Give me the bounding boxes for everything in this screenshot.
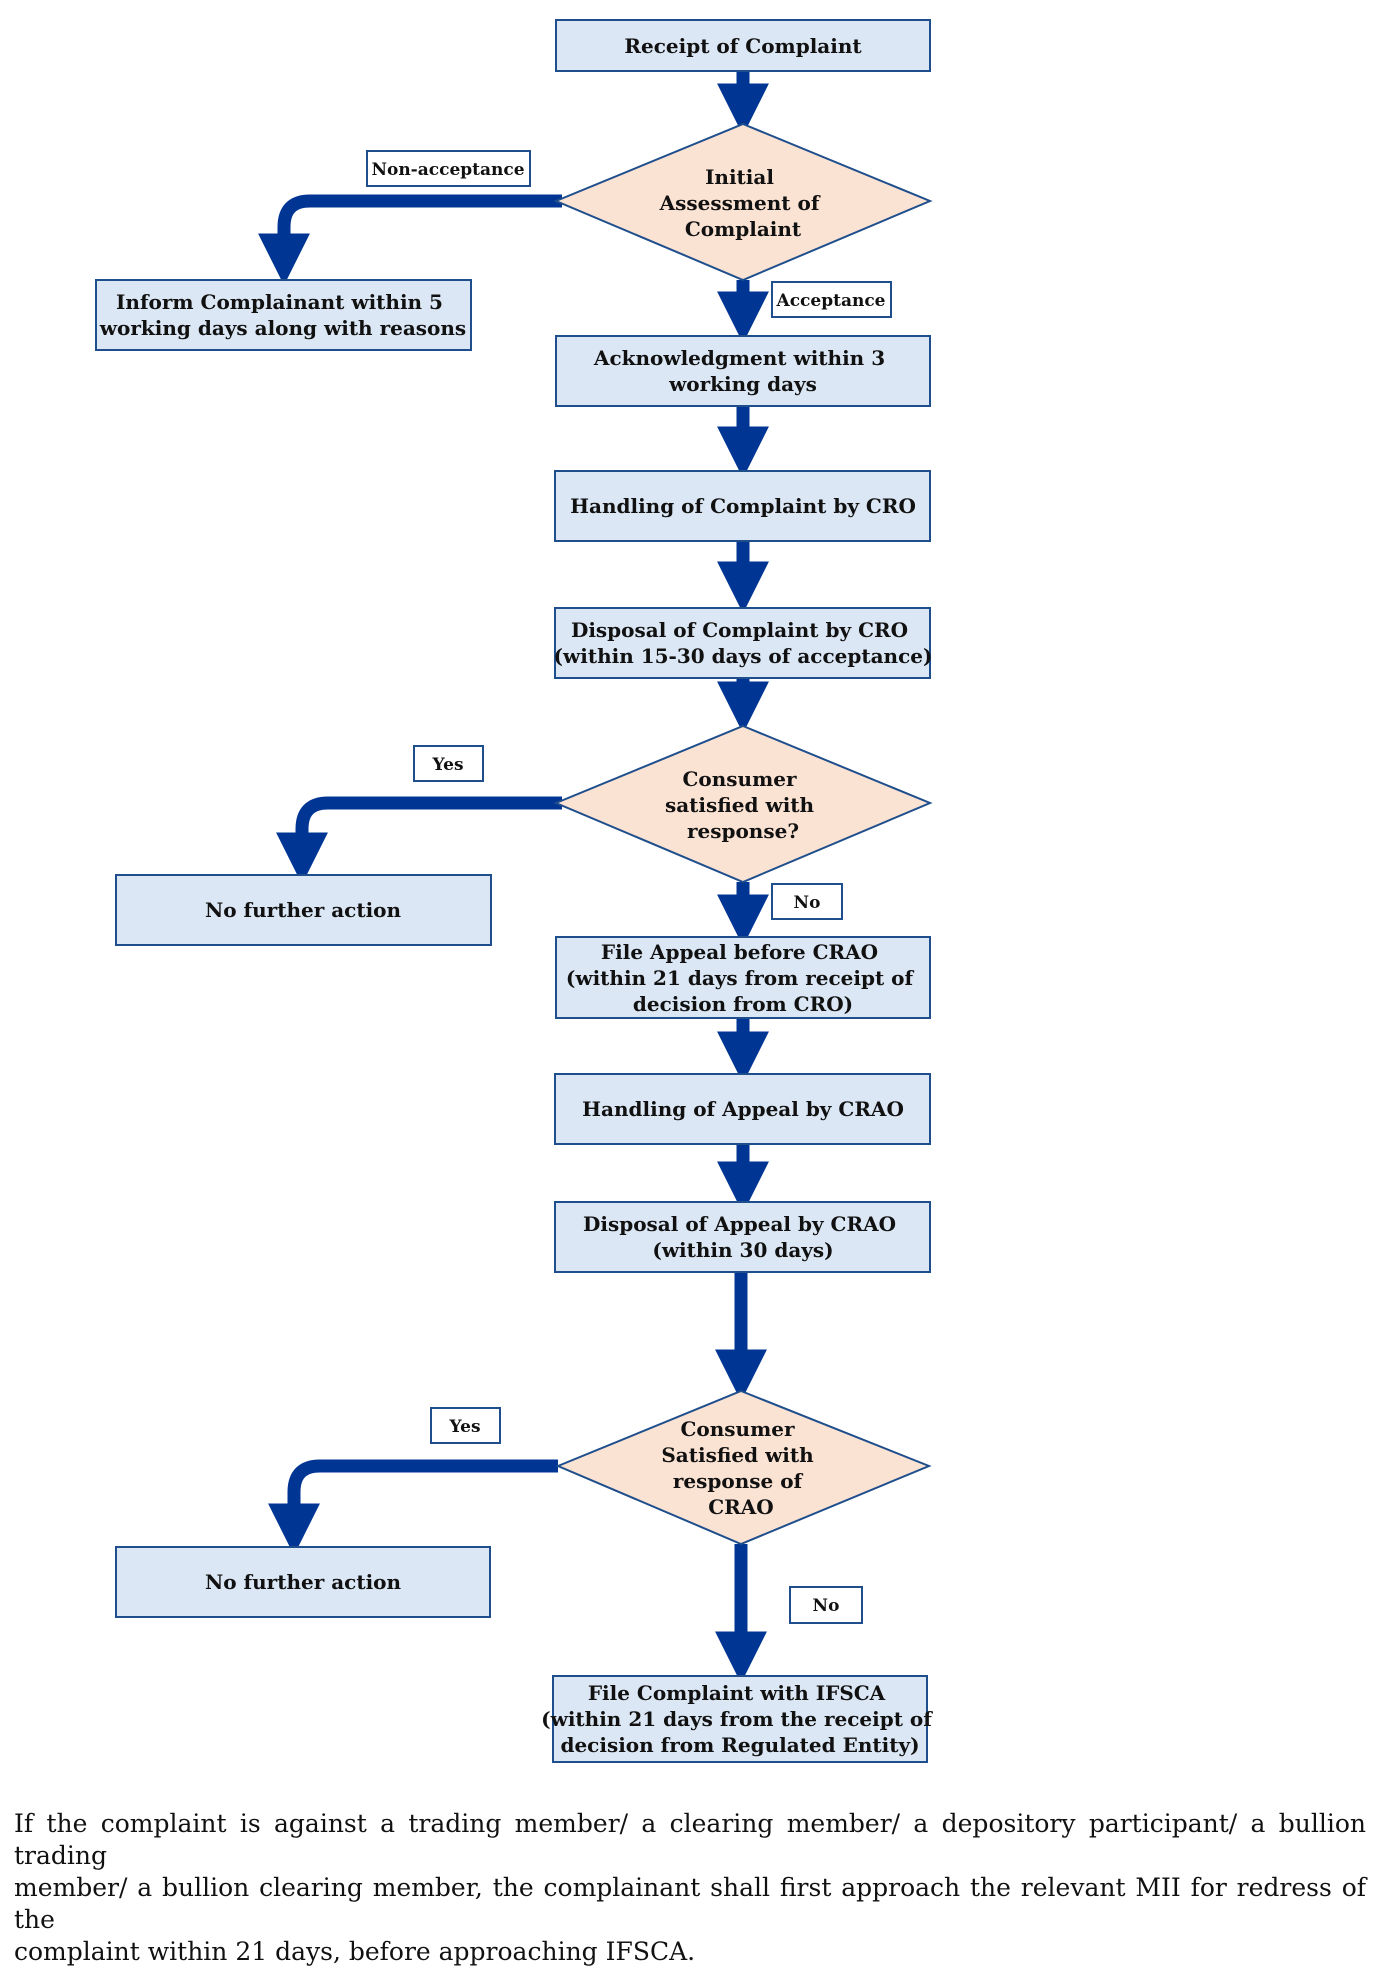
no-tag: No <box>771 883 843 920</box>
complaint-flowchart: Receipt of Complaint Initial Assessment … <box>95 19 939 1763</box>
yes-tag: Yes <box>413 745 484 782</box>
consumer-satisfied-label: Consumer satisfied with response? <box>665 767 821 843</box>
disposal-appeal-crao-label: Disposal of Appeal by CRAO (within 30 da… <box>583 1212 903 1262</box>
no-tag: No <box>789 1586 863 1624</box>
consumer-satisfied-decision: Consumer satisfied with response? <box>553 724 933 884</box>
acknowledgment-label: Acknowledgment within 3 working days <box>593 346 892 396</box>
consumer-satisfied-crao-decision: Consumer Satisfied with response of CRAO <box>555 1389 932 1546</box>
handling-by-cro-box: Handling of Complaint by CRO <box>554 470 931 542</box>
receipt-of-complaint-box: Receipt of Complaint <box>555 19 931 72</box>
footnote-paragraph: If the complaint is against a trading me… <box>14 1808 1366 1968</box>
file-complaint-ifsca-box: File Complaint with IFSCA (within 21 day… <box>541 1675 939 1763</box>
disposal-appeal-crao-box: Disposal of Appeal by CRAO (within 30 da… <box>554 1201 931 1273</box>
no-further-action-label: No further action <box>205 1570 402 1594</box>
handling-appeal-crao-label: Handling of Appeal by CRAO <box>582 1097 904 1121</box>
svg-text:Non-acceptance: Non-acceptance <box>371 160 524 180</box>
non-acceptance-tag: Non-acceptance <box>366 150 531 187</box>
inform-complainant-label: Inform Complainant within 5 working days… <box>99 290 466 340</box>
acceptance-tag: Acceptance <box>771 281 892 318</box>
svg-text:Yes: Yes <box>431 755 463 775</box>
receipt-of-complaint-label: Receipt of Complaint <box>624 34 862 58</box>
initial-assessment-decision: Initial Assessment of Complaint <box>553 122 933 282</box>
flow-arrows <box>258 71 769 1684</box>
arrow-assessment-to-inform <box>258 194 562 286</box>
svg-text:Yes: Yes <box>448 1417 480 1437</box>
disposal-by-cro-box: Disposal of Complaint by CRO (within 15-… <box>554 607 933 679</box>
yes-tag: Yes <box>430 1407 501 1444</box>
no-further-action-label: No further action <box>205 898 402 922</box>
consumer-satisfied-crao-label: Consumer Satisfied with response of CRAO <box>661 1417 820 1519</box>
footnote-line-1: If the complaint is against a trading me… <box>14 1809 1366 1870</box>
initial-assessment-label: Initial Assessment of Complaint <box>659 165 827 241</box>
acknowledgment-box: Acknowledgment within 3 working days <box>555 335 931 407</box>
arrow-satisfied-yes-to-no-action <box>276 796 562 885</box>
footnote-line-2: member/ a bullion clearing member, the c… <box>14 1873 1366 1934</box>
handling-appeal-crao-box: Handling of Appeal by CRAO <box>554 1073 931 1145</box>
file-appeal-crao-box: File Appeal before CRAO (within 21 days … <box>555 936 931 1019</box>
disposal-by-cro-label: Disposal of Complaint by CRO (within 15-… <box>554 618 933 668</box>
svg-text:Acceptance: Acceptance <box>776 291 886 311</box>
footnote-line-3: complaint within 21 days, before approac… <box>14 1937 696 1966</box>
file-complaint-ifsca-label: File Complaint with IFSCA (within 21 day… <box>541 1681 939 1757</box>
arrow-satisfied-2-yes-to-no-action <box>268 1459 558 1556</box>
svg-text:No: No <box>794 893 821 913</box>
inform-complainant-box: Inform Complainant within 5 working days… <box>95 279 472 351</box>
file-appeal-crao-label: File Appeal before CRAO (within 21 days … <box>566 940 920 1016</box>
svg-text:No: No <box>813 1596 840 1616</box>
handling-by-cro-label: Handling of Complaint by CRO <box>570 494 916 518</box>
no-further-action-box: No further action <box>115 1546 491 1618</box>
no-further-action-box: No further action <box>115 874 492 946</box>
